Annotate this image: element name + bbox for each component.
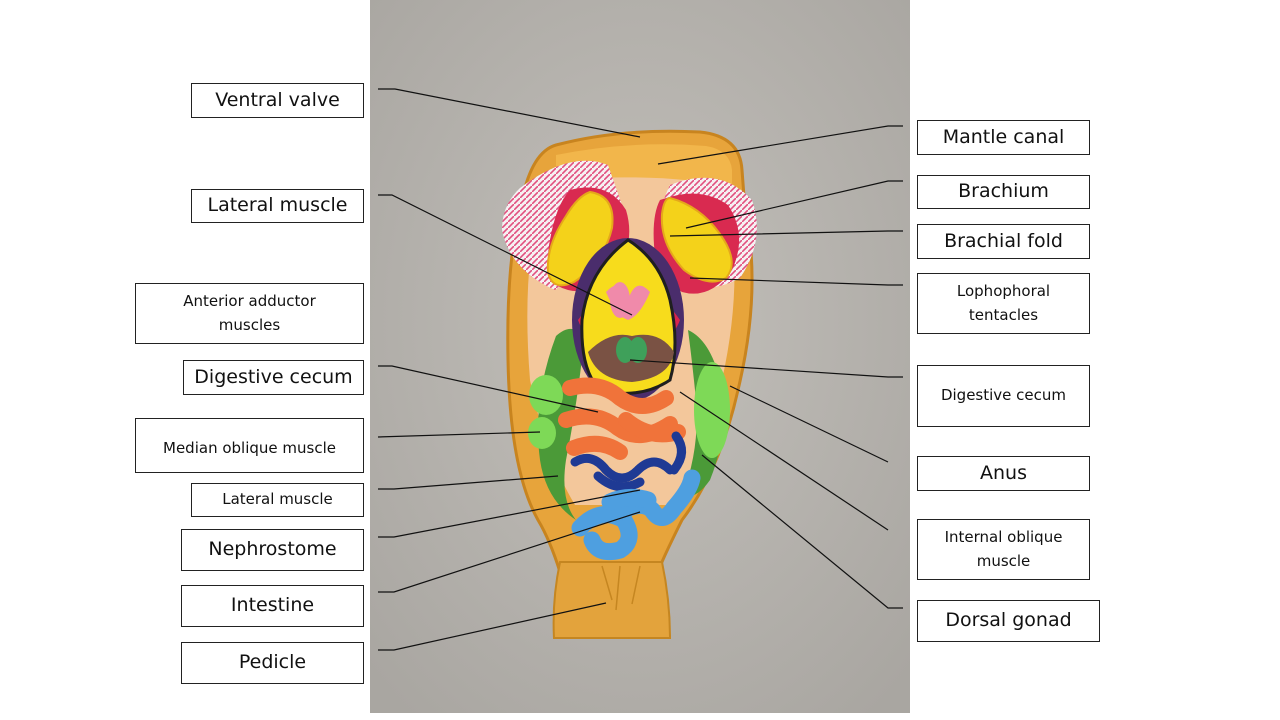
leader-mantle-canal [657, 125, 903, 165]
leader-pedicle [378, 602, 607, 651]
label-anus: Anus [917, 456, 1090, 491]
leader-nephrostome [378, 489, 641, 538]
leader-intestine [378, 511, 641, 593]
model-illustration [370, 0, 910, 713]
label-mantle-canal: Mantle canal [917, 120, 1090, 155]
leader-digestive-cecum-left [378, 365, 599, 413]
brachium-right [660, 196, 733, 283]
brachium-left [546, 190, 614, 287]
label-lateral-muscle-bottom: Lateral muscle [191, 483, 364, 517]
label-internal-oblique: Internal oblique muscle [917, 519, 1090, 580]
digestive-cecum-left-lower [528, 417, 556, 449]
label-dorsal-gonad: Dorsal gonad [917, 600, 1100, 642]
leader-anus [729, 385, 889, 463]
leader-brachial-fold [669, 230, 903, 237]
leader-median-oblique [377, 431, 541, 438]
label-brachium: Brachium [917, 175, 1090, 209]
label-nephrostome: Nephrostome [181, 529, 364, 571]
nephridia [570, 431, 686, 492]
leader-lateral-muscle-top [378, 194, 633, 316]
brachiopod-model-photo [370, 0, 910, 713]
leader-lateral-muscle-bottom [378, 475, 559, 490]
label-ventral-valve: Ventral valve [191, 83, 364, 118]
label-lophophoral-tentacles: Lophophoral tentacles [917, 273, 1090, 334]
leader-lophophoral-tentacles [689, 277, 903, 286]
leader-brachium [685, 180, 903, 229]
label-lateral-muscle-top: Lateral muscle [191, 189, 364, 223]
label-intestine: Intestine [181, 585, 364, 627]
label-brachial-fold: Brachial fold [917, 224, 1090, 259]
label-digestive-cecum-right: Digestive cecum [917, 365, 1090, 427]
label-digestive-cecum-left: Digestive cecum [183, 360, 364, 395]
label-anterior-adductor: Anterior adductor muscles [135, 283, 364, 344]
digestive-cecum-right-shape [694, 362, 730, 458]
label-pedicle: Pedicle [181, 642, 364, 684]
intestine-shape [571, 469, 701, 561]
digestive-cecum-left-shape [529, 375, 563, 415]
leader-ventral-valve [378, 88, 641, 138]
label-median-oblique: Median oblique muscle [135, 418, 364, 473]
digestive-cecum-center [616, 337, 634, 363]
leader-dorsal-gonad [701, 454, 903, 609]
leader-digestive-cecum-right [629, 359, 903, 378]
leader-internal-oblique [679, 391, 889, 531]
